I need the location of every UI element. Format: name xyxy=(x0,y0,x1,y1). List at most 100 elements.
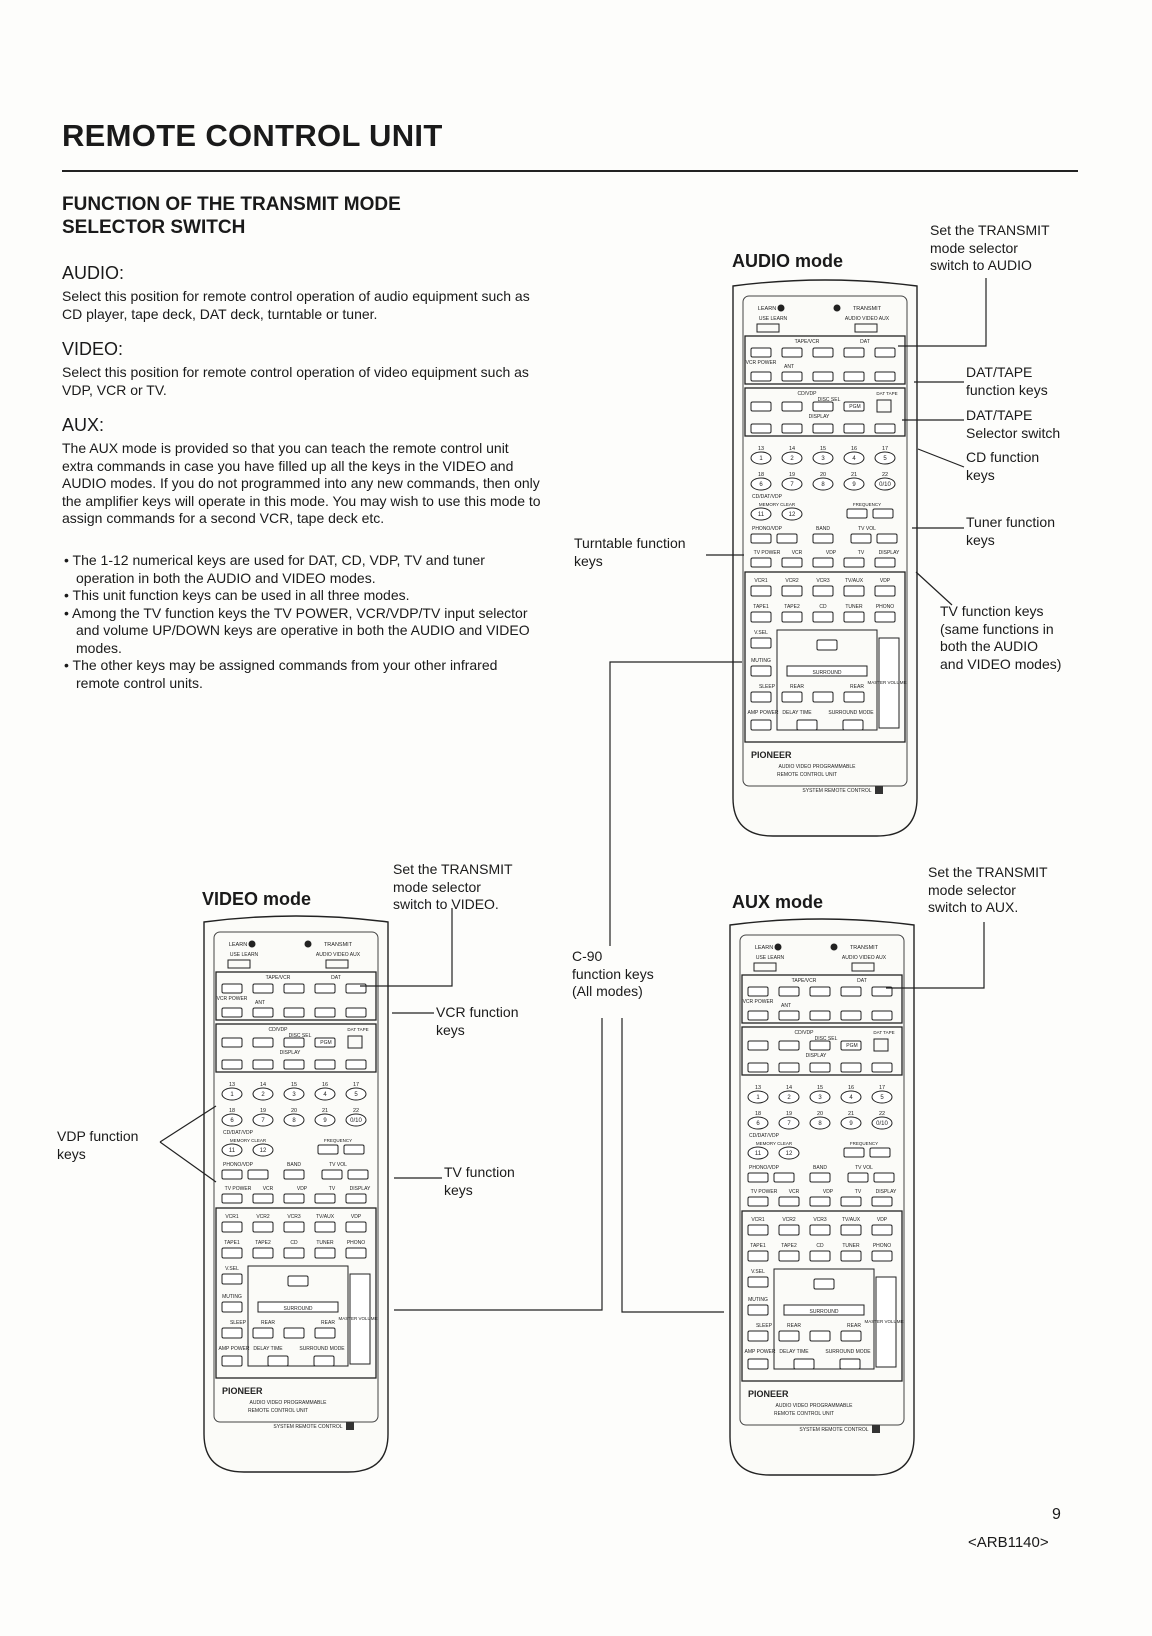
dat-tape-label: DAT TAPE xyxy=(876,391,897,396)
num-top-label: 14 xyxy=(786,1085,792,1091)
page-number: 9 xyxy=(1052,1506,1061,1523)
surround-label: SURROUND xyxy=(284,1306,313,1312)
remote-num-key xyxy=(750,507,772,521)
remote-key xyxy=(317,1144,339,1155)
remote-key xyxy=(781,557,803,568)
remote-num-key xyxy=(252,1087,274,1101)
remote-num-label: 8 xyxy=(292,1118,296,1124)
cd-block xyxy=(744,387,906,437)
brand-sub1-label: AUDIO VIDEO PROGRAMMABLE xyxy=(250,1400,328,1406)
title-rule xyxy=(62,170,1078,172)
num-top-label: 14 xyxy=(260,1082,266,1088)
num-mid-label: 18 xyxy=(755,1111,761,1117)
v-sel-label: V.SEL xyxy=(225,1266,239,1272)
func-row1-label: VCR2 xyxy=(256,1214,270,1220)
amp-power-label: AMP POWER xyxy=(747,710,778,716)
remote-key xyxy=(343,1144,365,1155)
remote-key xyxy=(843,611,865,623)
remote-num-key xyxy=(750,477,772,491)
remote-key xyxy=(840,1062,862,1073)
num-mid-label: 21 xyxy=(848,1111,854,1117)
remote-key xyxy=(874,371,896,382)
audio-mode-title: AUDIO mode xyxy=(732,251,844,271)
remote-key xyxy=(747,1010,769,1021)
tv-power-label: TV POWER xyxy=(225,1186,252,1192)
remote-num-label: 7 xyxy=(787,1121,791,1127)
dat-tape-label: DAT TAPE xyxy=(873,1030,894,1035)
remote-key xyxy=(252,1007,274,1018)
tape-vcr-block xyxy=(744,335,906,385)
surround-bar xyxy=(786,665,868,677)
leader-audio-note xyxy=(898,278,987,347)
remote-key xyxy=(747,986,769,997)
remote-key xyxy=(840,1330,862,1342)
remote-key xyxy=(221,1327,243,1339)
dat-tape-switch xyxy=(876,399,892,413)
remote-key xyxy=(267,1355,289,1367)
tape-vcr-block xyxy=(741,974,903,1024)
tv-vol-label: TV VOL xyxy=(858,526,876,532)
section-heading-line1: FUNCTION OF THE TRANSMIT MODE xyxy=(62,194,401,215)
num-top-label: 13 xyxy=(755,1085,761,1091)
num-top-label: 15 xyxy=(817,1085,823,1091)
leader-tv-keys-audio xyxy=(915,571,953,606)
func-row1-label: VCR1 xyxy=(751,1217,765,1223)
remote-key xyxy=(840,1250,862,1262)
remote-key xyxy=(252,1037,274,1048)
func-row1-label: VCR3 xyxy=(813,1217,827,1223)
learn-led xyxy=(777,304,785,312)
remote-key xyxy=(843,423,865,434)
remote-key xyxy=(747,1250,769,1262)
rear-label: REAR xyxy=(261,1320,275,1326)
remote-num-label: 2 xyxy=(790,456,794,462)
remote-num-label: 0/10 xyxy=(876,1121,888,1127)
num-mid-label: 19 xyxy=(260,1108,266,1114)
brand-sub2-label: REMOTE CONTROL UNIT xyxy=(777,772,837,778)
remote-key xyxy=(850,533,872,544)
remote-key xyxy=(809,1224,831,1236)
func-row2-label: CD xyxy=(819,604,827,610)
remote-key xyxy=(345,1007,367,1018)
frequency-label: FREQUENCY xyxy=(853,502,881,507)
use-learn-switch xyxy=(227,959,251,969)
remote-key xyxy=(812,347,834,358)
amp-power-label: AMP POWER xyxy=(744,1349,775,1355)
remote-num-key xyxy=(221,1113,243,1127)
remote-num-key xyxy=(843,451,865,465)
leader-vdp-1 xyxy=(159,1105,217,1143)
remote-key xyxy=(840,986,862,997)
band-label: BAND xyxy=(816,526,830,532)
remote-key xyxy=(812,423,834,434)
transmit-switch xyxy=(851,962,875,972)
aux-mode-title: AUX mode xyxy=(732,892,824,912)
brand-sub1-label: AUDIO VIDEO PROGRAMMABLE xyxy=(779,764,857,770)
tree-right xyxy=(621,1018,724,1313)
master-volume-key xyxy=(349,1273,371,1365)
remote-key xyxy=(283,1007,305,1018)
surround-bar xyxy=(257,1301,339,1313)
remote-key xyxy=(869,1147,891,1158)
cd-dat-vdp-label: CD/DAT/VDP xyxy=(752,494,783,500)
cd-vdp-label: CD/VDP xyxy=(798,391,818,397)
remote-key xyxy=(781,691,803,703)
tv-vol-label: TV VOL xyxy=(329,1162,347,1168)
transmit-led xyxy=(833,304,841,312)
remote-num-key xyxy=(812,451,834,465)
remote-num-key xyxy=(778,1146,800,1160)
remote-num-label: 11 xyxy=(755,1151,762,1157)
tv-vol-label: TV VOL xyxy=(855,1165,873,1171)
remote-key xyxy=(781,585,803,597)
remote-key xyxy=(252,1059,274,1070)
surround-mode-label: SURROUND MODE xyxy=(825,1349,871,1355)
tv-label: TV xyxy=(329,1186,336,1192)
system-label: SYSTEM REMOTE CONTROL xyxy=(802,788,871,794)
tv-display-label: DISPLAY xyxy=(350,1186,371,1192)
vcr-label: VCR xyxy=(263,1186,274,1192)
master-volume-label: MASTER VOLUME xyxy=(338,1316,377,1321)
rear-label: REAR xyxy=(850,684,864,690)
func-row1-label: VDP xyxy=(880,578,891,584)
remote-num-key xyxy=(874,451,896,465)
